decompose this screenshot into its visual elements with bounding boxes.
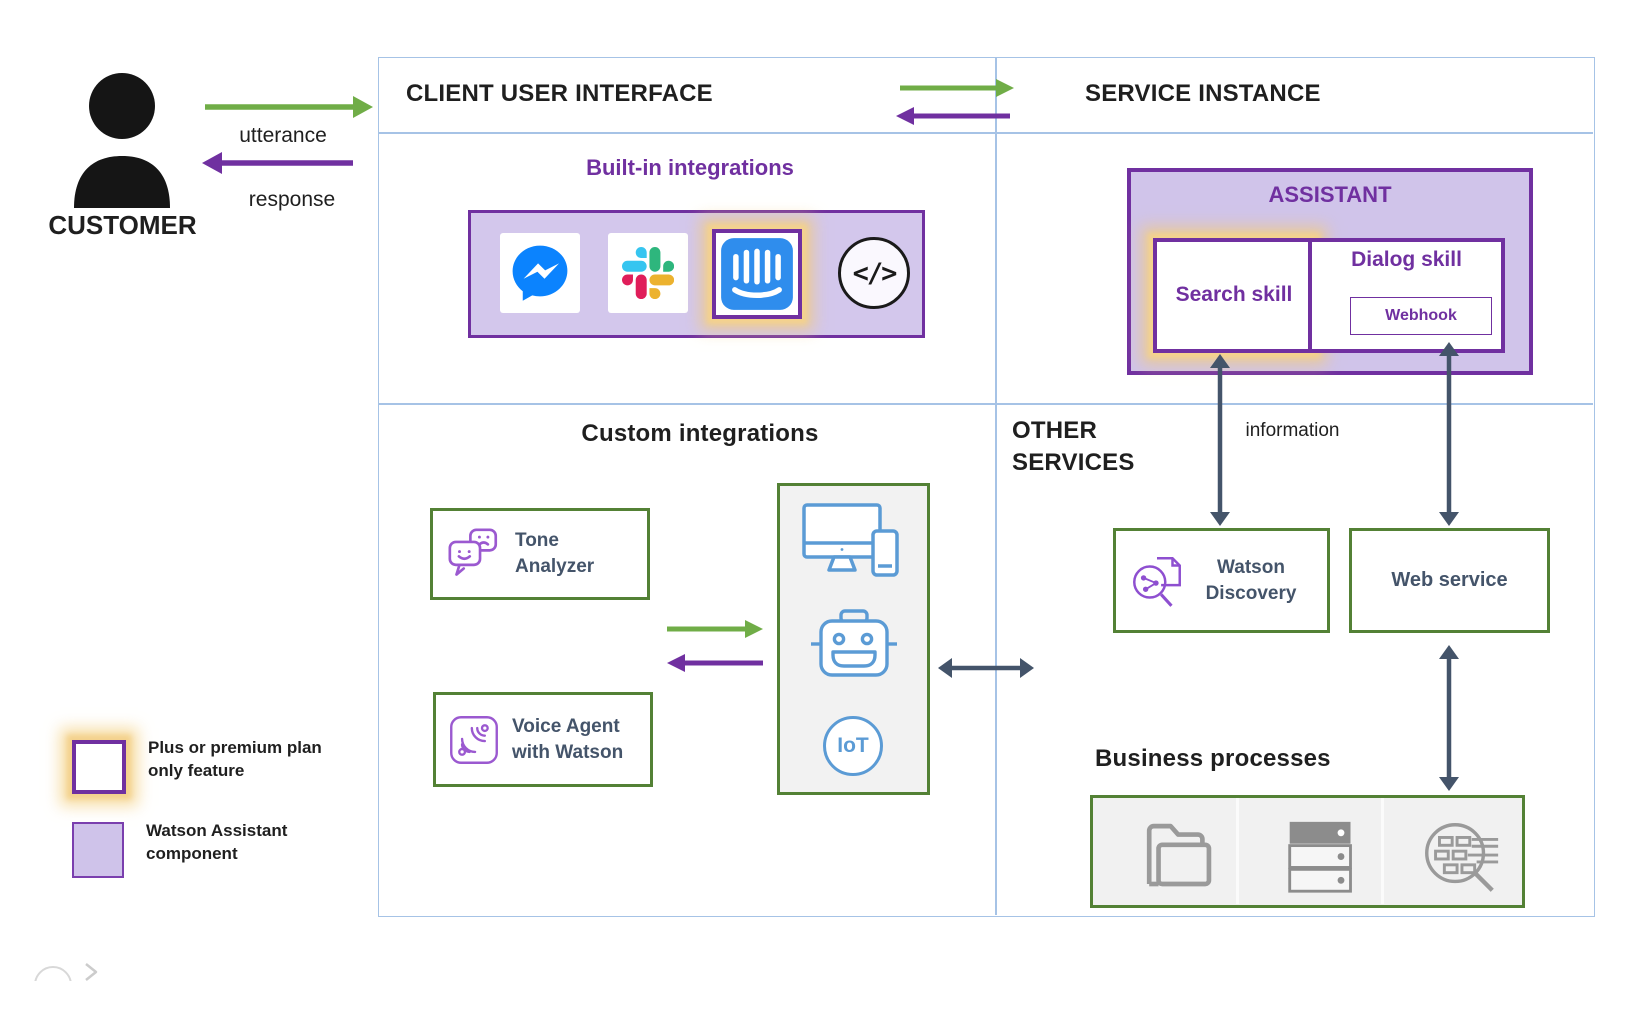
watson-component-legend-label: Watson Assistant component <box>146 821 288 863</box>
client-to-service-arrow <box>900 79 1014 97</box>
web-service-box: Web service <box>1349 528 1550 633</box>
response-arrow <box>202 152 353 174</box>
custom-code-icon: </> <box>852 257 898 289</box>
webhook-to-webservice-arrow <box>1439 342 1459 526</box>
client-user-interface-title: CLIENT USER INTERFACE <box>406 80 713 107</box>
utterance-arrow <box>205 96 373 118</box>
webhook-box: Webhook <box>1350 297 1492 335</box>
service-instance-title: SERVICE INSTANCE <box>1085 80 1321 107</box>
custom-code-tile: </> <box>838 237 910 309</box>
utterance-label: utterance <box>239 124 327 147</box>
assistant-title: ASSISTANT <box>1268 182 1392 207</box>
watson-discovery-box: Watson Discovery <box>1113 528 1330 633</box>
custom-to-device-arrow <box>667 620 763 638</box>
service-to-client-arrow <box>896 107 1010 125</box>
iot-label: IoT <box>837 734 869 757</box>
tone-analyzer-box: Tone Analyzer <box>430 508 650 600</box>
slack-tile <box>608 233 688 313</box>
cell-divider <box>1381 798 1384 904</box>
iot-icon: IoT <box>823 716 883 776</box>
server-icon <box>1288 821 1352 893</box>
robot-icon <box>811 609 897 677</box>
voice-agent-icon <box>450 715 498 764</box>
quadrant-divider <box>378 403 1593 405</box>
business-processes-title: Business processes <box>1095 745 1331 772</box>
facebook-messenger-icon <box>512 245 568 301</box>
voice-agent-box: Voice Agent with Watson <box>433 692 653 787</box>
faint-circle-artifact <box>34 966 72 981</box>
search-to-discovery-arrow <box>1210 354 1230 526</box>
device-to-custom-arrow <box>667 654 763 672</box>
slack-icon <box>622 247 674 299</box>
desktop-and-phone-icon <box>802 503 899 577</box>
watson-component-legend-swatch <box>72 822 124 878</box>
information-label: information <box>1245 420 1340 441</box>
dialog-skill-label: Dialog skill <box>1351 248 1462 271</box>
cell-divider <box>1236 798 1239 904</box>
facebook-messenger-tile <box>500 233 580 313</box>
plus-feature-legend-label: Plus or premium plan only feature <box>148 738 322 780</box>
intercom-icon <box>721 238 793 310</box>
header-divider <box>378 132 1593 134</box>
voice-agent-label: Voice Agent with Watson <box>512 715 624 763</box>
webservice-to-business-arrow <box>1439 645 1459 791</box>
vertical-divider <box>995 57 997 915</box>
watson-discovery-label: Watson Discovery <box>1205 556 1297 604</box>
response-label: response <box>248 188 336 211</box>
data-search-icon <box>1425 823 1499 892</box>
faint-cursor-artifact <box>85 963 98 981</box>
folder-icon <box>1146 823 1212 887</box>
person-icon <box>74 73 170 208</box>
diagram-frame <box>378 57 1595 917</box>
tone-analyzer-icon <box>448 528 498 576</box>
tone-analyzer-label: Tone Analyzer <box>515 530 595 577</box>
customer-label: CUSTOMER <box>48 210 197 240</box>
watson-discovery-icon <box>1133 556 1181 607</box>
plus-feature-legend-swatch <box>72 740 126 794</box>
search-skill-box: Search skill <box>1153 238 1315 353</box>
other-services-title: OTHER SERVICES <box>1012 417 1135 477</box>
intercom-tile-highlighted <box>712 229 802 319</box>
custom-integrations-title: Custom integrations <box>581 420 819 447</box>
built-in-integrations-title: Built-in integrations <box>586 155 794 180</box>
device-to-services-arrow <box>938 658 1034 678</box>
